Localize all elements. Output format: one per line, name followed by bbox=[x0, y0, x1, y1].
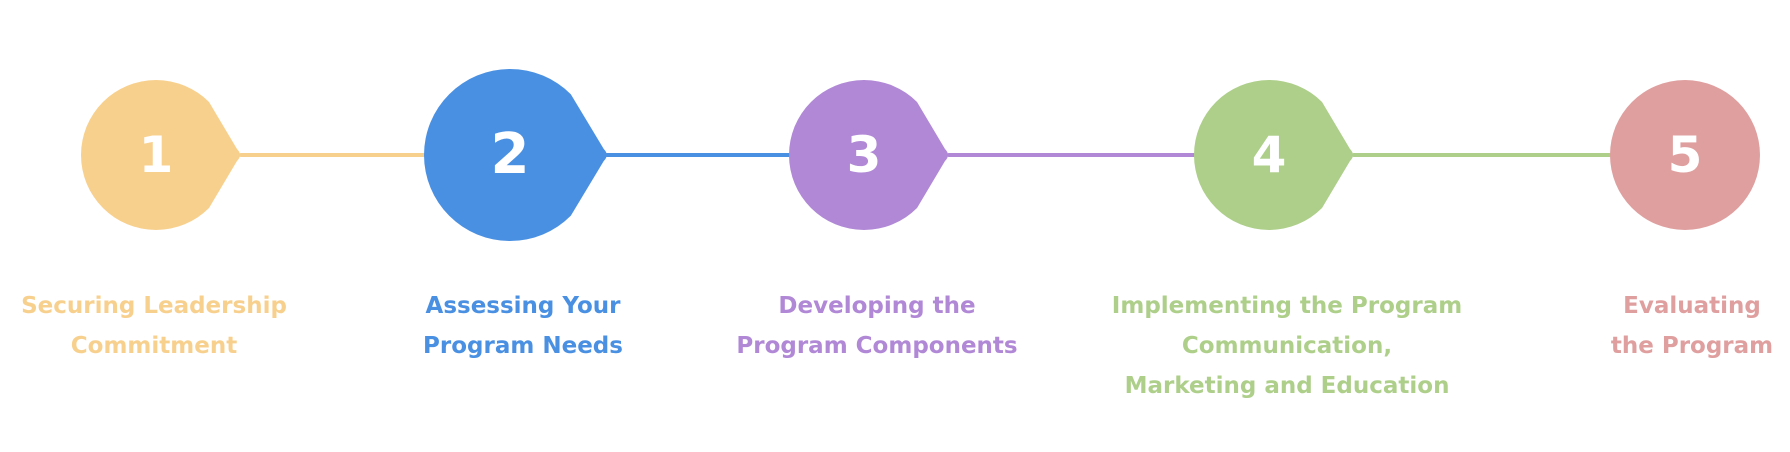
step-4-number: 4 bbox=[1251, 126, 1287, 184]
step-3-label: Developing the Program Components bbox=[736, 286, 1017, 366]
step-1-teardrop-shape bbox=[81, 80, 240, 230]
step-2-label-line: Assessing Your bbox=[425, 293, 621, 319]
connector-line-2-3 bbox=[604, 153, 791, 157]
step-2-teardrop-shape bbox=[424, 69, 607, 241]
step-5-label-line: the Program bbox=[1610, 333, 1774, 359]
connector-line-1-2 bbox=[238, 153, 426, 157]
step-1-number: 1 bbox=[138, 126, 174, 184]
step-2-number: 2 bbox=[490, 122, 530, 187]
step-5-marker bbox=[1602, 72, 1768, 238]
step-5-label: Evaluating the Program bbox=[1611, 286, 1773, 366]
step-1-label-line: Commitment bbox=[70, 333, 238, 359]
step-2-label: Assessing Your Program Needs bbox=[423, 286, 623, 366]
step-5-circle-shape bbox=[1610, 80, 1760, 230]
step-4-teardrop-shape bbox=[1194, 80, 1353, 230]
step-4-label: Implementing the Program Communication, … bbox=[1112, 286, 1462, 406]
step-2-label-line: Program Needs bbox=[423, 333, 623, 359]
step-3-marker bbox=[781, 72, 962, 238]
step-4-label-line: Implementing the Program bbox=[1111, 293, 1463, 319]
step-3-teardrop-shape bbox=[789, 80, 948, 230]
connector-line-3-4 bbox=[946, 153, 1196, 157]
step-1-label: Securing Leadership Commitment bbox=[21, 286, 287, 366]
step-3-number: 3 bbox=[846, 126, 882, 184]
connector-line-4-5 bbox=[1351, 153, 1612, 157]
step-1-label-line: Securing Leadership bbox=[21, 293, 287, 319]
step-4-label-line: Marketing and Education bbox=[1124, 373, 1450, 399]
step-5-label-line: Evaluating bbox=[1623, 293, 1761, 319]
step-5-number: 5 bbox=[1667, 126, 1703, 184]
step-3-label-line: Program Components bbox=[736, 333, 1018, 359]
step-3-label-line: Developing the bbox=[778, 293, 976, 319]
step-4-marker bbox=[1186, 72, 1367, 238]
step-4-label-line: Communication, bbox=[1181, 333, 1393, 359]
step-1-marker bbox=[73, 72, 254, 238]
step-2-marker bbox=[416, 61, 621, 249]
